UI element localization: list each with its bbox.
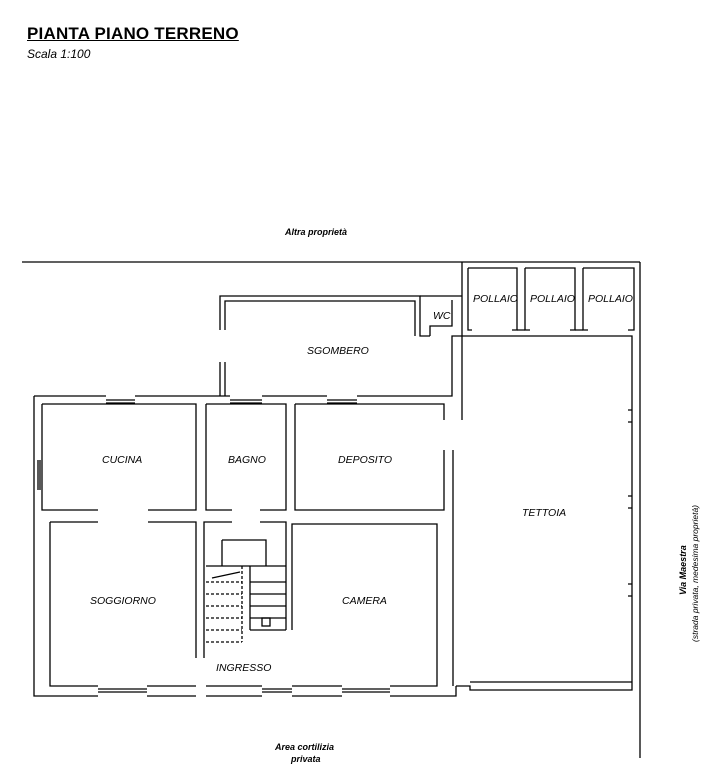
pollaio-1-walls xyxy=(467,267,518,331)
room-label-ingresso: INGRESSO xyxy=(216,662,271,674)
label-via-maestra: Via Maestra xyxy=(678,545,688,595)
label-area-cortilizia: Area cortilizia xyxy=(274,742,334,752)
deposito-walls xyxy=(294,403,445,511)
room-label-tettoia: TETTOIA xyxy=(522,507,566,519)
stair-landing xyxy=(221,539,267,566)
room-label-soggiorno: SOGGIORNO xyxy=(90,595,156,607)
plan-title: PIANTA PIANO TERRENO xyxy=(27,24,239,43)
room-label-pollaio-3: POLLAIO xyxy=(588,293,633,305)
tettoia-pillars xyxy=(628,409,632,597)
walls xyxy=(22,261,641,758)
room-label-wc: WC xyxy=(433,310,451,322)
stair-post xyxy=(261,617,271,627)
stair-arrow xyxy=(211,571,241,579)
sgombero-wall-inner xyxy=(224,300,416,336)
window-deposito xyxy=(327,399,357,404)
room-label-cucina: CUCINA xyxy=(102,454,142,466)
window-bagno xyxy=(230,399,262,404)
window-cucina-side xyxy=(37,460,41,490)
lower-room-walls xyxy=(49,521,438,687)
label-via-maestra-note: (strada privata, medesima proprietà) xyxy=(690,505,700,642)
window-soggiorno xyxy=(98,688,147,693)
cucina-walls xyxy=(41,403,197,511)
main-outer-wall xyxy=(34,335,633,691)
window-cucina xyxy=(106,399,135,404)
window-camera xyxy=(342,688,390,693)
room-label-sgombero: SGOMBERO xyxy=(307,345,369,357)
wc-walls xyxy=(420,295,462,336)
sgombero-wall xyxy=(219,295,430,337)
room-label-pollaio-2: POLLAIO xyxy=(530,293,575,305)
room-label-deposito: DEPOSITO xyxy=(338,454,392,466)
door-ingresso xyxy=(262,688,292,693)
room-label-pollaio-1: POLLAIO xyxy=(473,293,518,305)
room-label-camera: CAMERA xyxy=(342,595,387,607)
tettoia-inner-wall xyxy=(452,336,463,686)
main-outer-wall-lower xyxy=(33,396,457,697)
stair-treads-down xyxy=(206,566,243,643)
plan-scale: Scala 1:100 xyxy=(27,47,91,61)
stair-treads-up xyxy=(249,566,286,631)
bagno-walls xyxy=(205,403,287,511)
room-label-bagno: BAGNO xyxy=(228,454,266,466)
label-altra-proprieta: Altra proprietà xyxy=(284,227,347,237)
label-area-cortilizia-2: privata xyxy=(290,754,321,764)
